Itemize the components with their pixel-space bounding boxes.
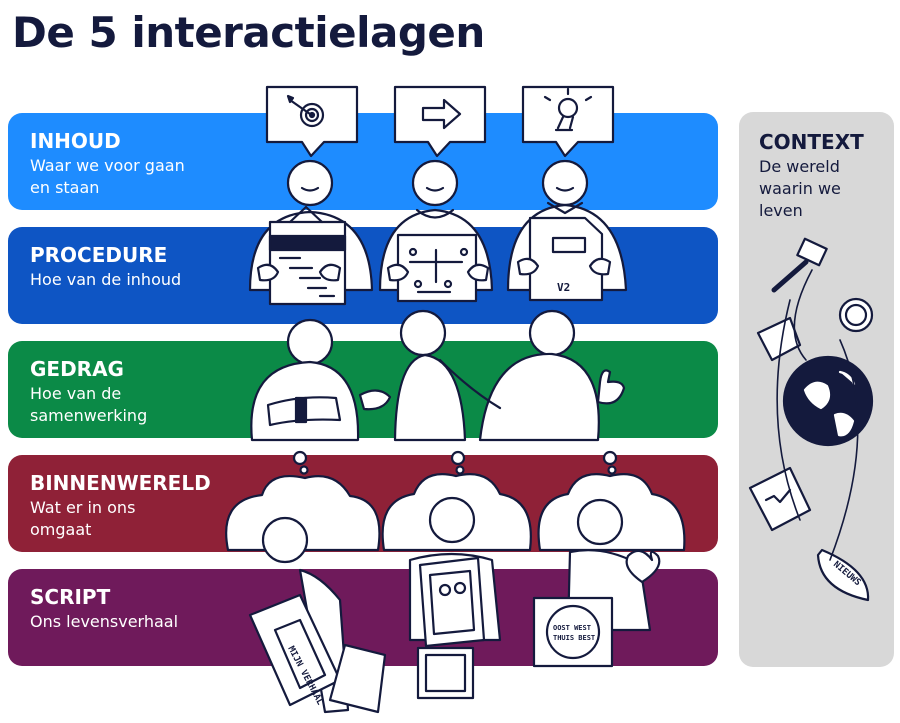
plate-line-2: THUIS BEST — [553, 634, 595, 642]
speech-bubble-target — [265, 85, 359, 158]
context-label: CONTEXT — [759, 130, 864, 154]
laptop-icon — [756, 316, 802, 362]
layer-inhoud-subtitle: Waar we voor gaan en staan — [30, 156, 185, 197]
thumbs-up-icon — [596, 369, 626, 405]
plate-line-1: OOST WEST — [553, 624, 591, 632]
photo-frame-family — [418, 556, 486, 648]
layer-binnenwereld-subtitle: Wat er in ons omgaat — [30, 498, 136, 539]
chart-card-icon — [748, 466, 812, 532]
layer-script-label: SCRIPT — [30, 585, 111, 609]
newspaper-icon: NIEUWS — [816, 548, 870, 602]
document-chart — [268, 205, 347, 306]
version-tag: V2 — [557, 281, 570, 294]
layer-inhoud-label: INHOUD — [30, 129, 121, 153]
layer-procedure-label: PROCEDURE — [30, 243, 168, 267]
layer-procedure-subtitle: Hoe van de inhoud — [30, 270, 182, 289]
globe-icon — [782, 355, 874, 447]
arrow-right-icon — [421, 98, 462, 130]
context-subtitle: De wereld waarin we leven — [759, 157, 841, 220]
layer-gedrag-label: GEDRAG — [30, 357, 124, 381]
target-icon — [286, 94, 325, 128]
document-v2: V2 — [528, 216, 604, 302]
plate-oost-west: OOST WEST THUIS BEST — [532, 596, 614, 668]
document-flow — [396, 233, 478, 303]
watch-icon — [294, 396, 308, 424]
layer-script-subtitle: Ons levensverhaal — [30, 612, 179, 631]
person-head — [286, 159, 589, 207]
page-title: De 5 interactielagen — [12, 8, 485, 57]
lightbulb-icon — [543, 87, 593, 132]
speech-bubble-idea — [521, 85, 615, 158]
gavel-icon — [771, 237, 828, 293]
photo-frame-four — [416, 646, 475, 700]
book-mijn-verhaal: MIJN VERHAAL — [248, 593, 387, 714]
layer-gedrag-subtitle: Hoe van de samenwerking — [30, 384, 148, 425]
speech-bubble-arrow — [393, 85, 487, 158]
layer-binnenwereld-label: BINNENWERELD — [30, 471, 211, 495]
coin-icon — [838, 297, 874, 333]
heart-icon — [625, 549, 661, 584]
person-head — [261, 496, 624, 564]
